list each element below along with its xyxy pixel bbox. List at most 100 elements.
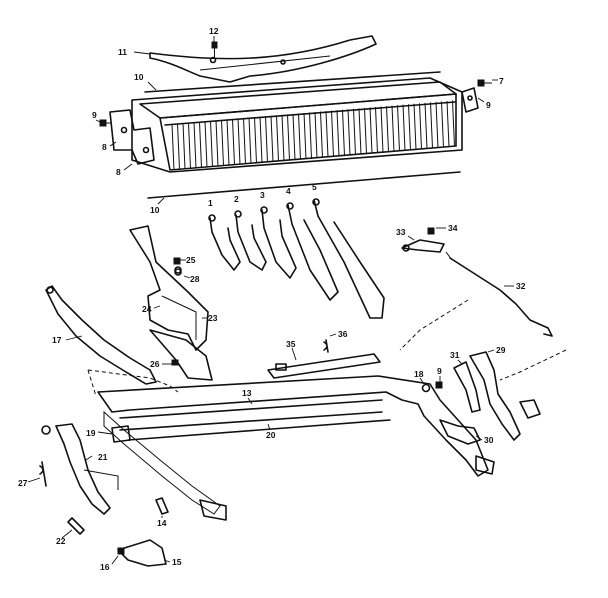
comb-tooth (243, 117, 246, 165)
callout-10-upper: 10 (134, 72, 144, 82)
comb-tooth (336, 110, 340, 157)
comb-tooth (413, 103, 417, 150)
callout-9-right: 7 (499, 76, 504, 86)
comb-tooth (188, 122, 191, 169)
callout-17: 17 (52, 335, 62, 345)
callout-24: 24 (142, 304, 152, 314)
comb-tooth (248, 117, 252, 164)
callout-31: 31 (450, 350, 460, 360)
part-10-lower-rod (147, 171, 461, 199)
comb-tooth (320, 111, 323, 158)
comb-tooth (171, 123, 175, 171)
part-7-right-bracket (461, 87, 479, 113)
callout-33: 33 (396, 227, 406, 237)
comb-tooth (193, 122, 197, 169)
callout-3: 3 (260, 190, 265, 200)
comb-tooth (353, 108, 356, 155)
part-8-left-bracket (109, 109, 155, 165)
callout-9-center: 9 (437, 366, 442, 376)
comb-tooth (254, 117, 257, 164)
part-21-side-plate (41, 423, 119, 515)
part-26-screw (171, 359, 179, 366)
comb-tooth (430, 102, 433, 149)
comb-tooth (386, 106, 389, 153)
callouts: 11 12 10 9 7 9 8 8 10 1 2 3 4 5 33 34 25… (18, 26, 526, 572)
callout-28: 28 (190, 274, 200, 284)
comb-tooth (369, 107, 373, 154)
callout-26: 26 (150, 359, 160, 369)
comb-tooth (375, 106, 378, 154)
comb-tooth (452, 100, 455, 147)
callout-19: 19 (86, 428, 96, 438)
comb-tooth (210, 120, 213, 167)
comb-tooth (391, 105, 395, 152)
callout-5: 5 (312, 182, 317, 192)
comb-tooth (232, 118, 235, 165)
callout-15: 15 (172, 557, 182, 567)
callout-8-lower: 8 (116, 167, 121, 177)
callout-34: 34 (448, 223, 458, 233)
callout-25: 25 (186, 255, 196, 265)
comb-tooth (309, 112, 312, 159)
callout-20: 20 (266, 430, 276, 440)
part-9-screw-left (99, 119, 112, 127)
comb-tooth (446, 100, 450, 148)
comb-tooth (292, 113, 296, 160)
part-10-upper-rod (144, 71, 441, 93)
right-foot (199, 455, 495, 521)
comb-tooth (342, 109, 345, 156)
callout-30: 30 (484, 435, 494, 445)
part-22-pin (67, 517, 85, 535)
comb-tooth (281, 114, 285, 161)
part-29-bracket (469, 351, 541, 441)
levers-1-to-5 (208, 198, 385, 319)
comb-tooth (287, 114, 290, 161)
part-31-link (453, 361, 481, 413)
part-34-screw (427, 227, 435, 235)
part-17-lever (45, 285, 157, 385)
comb-tooth (408, 104, 411, 151)
callout-11: 11 (118, 47, 127, 57)
comb-tooth (435, 101, 439, 148)
comb-tooth (182, 123, 186, 170)
part-13-rod (119, 399, 383, 431)
comb-tooth (364, 107, 367, 154)
callout-16: 16 (100, 562, 110, 572)
part-19-pin (111, 425, 131, 443)
comb-tooth (347, 109, 351, 156)
part-16-screw (117, 547, 125, 555)
part-32-rod (445, 251, 553, 337)
part-27-spring (39, 461, 47, 487)
callout-14: 14 (157, 518, 167, 528)
part-33-link (401, 239, 445, 253)
comb-tooth (419, 103, 422, 150)
callout-1: 1 (208, 198, 213, 208)
callout-7: 9 (486, 100, 491, 110)
callout-27: 27 (18, 478, 28, 488)
comb-tooth (215, 120, 219, 167)
comb-tooth (204, 121, 208, 168)
comb-tooth (177, 123, 180, 170)
comb-tooth (303, 112, 307, 159)
comb-tooth (199, 121, 202, 168)
callout-22: 22 (56, 536, 66, 546)
part-9-screw-right (477, 79, 492, 87)
callout-21: 21 (98, 452, 108, 462)
comb-tooth (331, 110, 334, 157)
comb-tooth (276, 115, 279, 162)
callout-32: 32 (516, 281, 526, 291)
base-frame (97, 375, 489, 515)
part-12-screw (211, 41, 218, 58)
callout-8-left: 8 (102, 142, 107, 152)
part-11-top-guide (149, 35, 377, 83)
comb-tooth (221, 119, 224, 166)
comb-tooth (424, 102, 428, 149)
callout-35: 35 (286, 339, 296, 349)
comb-tooth (265, 116, 268, 163)
callout-9-left: 9 (92, 110, 97, 120)
comb-tooth (441, 101, 444, 148)
part-24-bracket (129, 225, 209, 351)
callout-10-lower: 10 (150, 205, 160, 215)
comb-tooth (237, 118, 241, 165)
